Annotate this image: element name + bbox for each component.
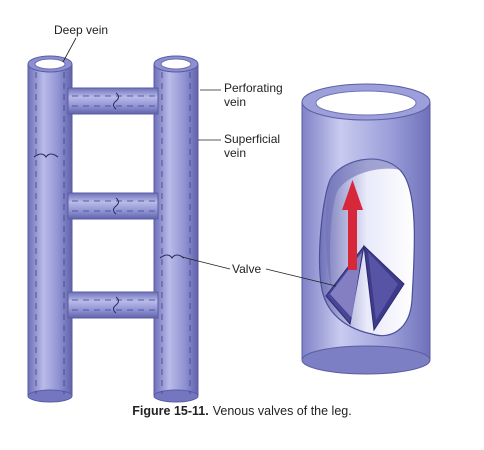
- cutaway-vein: [301, 83, 431, 375]
- blood-flow-arrow-shaft: [348, 208, 357, 270]
- blood-flow-arrow-head: [342, 180, 363, 210]
- superficial-vein-valve: [159, 254, 185, 259]
- perforating-vein-top: [67, 87, 159, 115]
- superficial-vein-tube: [153, 63, 199, 397]
- label-perforating-vein-line2: vein: [224, 95, 246, 109]
- label-valve: Valve: [232, 262, 261, 276]
- label-superficial-vein-line1: Superficial: [224, 132, 280, 146]
- deep-vein-valve: [33, 153, 59, 158]
- labels: Deep vein Perforating vein Superficial v…: [54, 23, 337, 287]
- vein-ladder: [27, 55, 199, 403]
- label-superficial-vein-line2: vein: [224, 146, 246, 160]
- figure-caption-text: Venous valves of the leg.: [212, 404, 352, 418]
- label-perforating-vein-line1: Perforating: [224, 81, 283, 95]
- deep-vein-tube: [27, 63, 73, 397]
- perforating-vein-bottom: [67, 291, 159, 319]
- figure-number: Figure 15-11.: [132, 404, 209, 418]
- perforating-vein-middle: [67, 192, 159, 220]
- figure-caption: Figure 15-11.Venous valves of the leg.: [0, 404, 484, 418]
- label-deep-vein: Deep vein: [54, 23, 108, 37]
